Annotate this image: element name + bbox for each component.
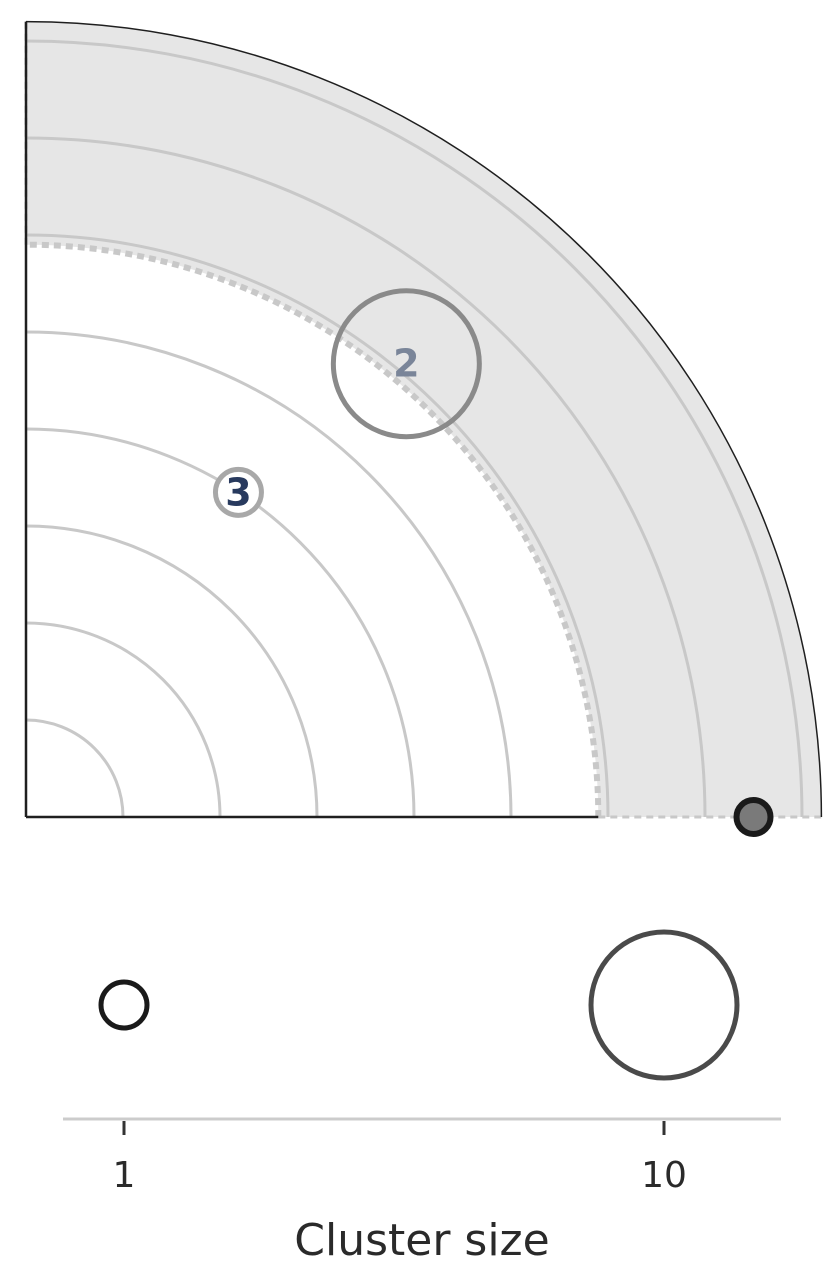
ring-gridline-1	[25, 718, 125, 818]
polar-plot: 23	[24, 20, 823, 837]
cluster-marker-3	[212, 466, 264, 518]
legend-axis-title: Cluster size	[294, 1215, 549, 1265]
ring-gridline-2	[25, 621, 222, 818]
band-inner-boundary	[25, 241, 602, 818]
cluster-label-2: 2	[393, 342, 419, 386]
ring-gridline-5	[25, 330, 513, 818]
size-legend: 1 10 Cluster size	[63, 929, 781, 1265]
ring-gridline-4	[25, 427, 416, 818]
outer-boundary-arc	[25, 20, 823, 818]
shaded-band	[26, 21, 822, 818]
cluster-markers: 23	[212, 288, 774, 837]
ring-gridlines	[25, 39, 804, 818]
cluster-label-3: 3	[225, 470, 251, 514]
cluster-marker-unlabeled	[733, 797, 774, 837]
ring-gridline-7	[25, 136, 707, 818]
cluster-marker-2	[330, 288, 482, 440]
legend-tick-label-10: 10	[641, 1155, 687, 1196]
legend-marker-1	[98, 979, 150, 1031]
ring-gridline-8	[25, 39, 804, 818]
ring-gridline-6	[25, 233, 610, 818]
legend-marker-10	[588, 929, 740, 1081]
legend-tick-label-1: 1	[113, 1155, 136, 1196]
legend-ticks: 1 10	[113, 1121, 687, 1196]
legend-markers	[98, 929, 740, 1081]
ring-gridline-3	[25, 524, 319, 818]
